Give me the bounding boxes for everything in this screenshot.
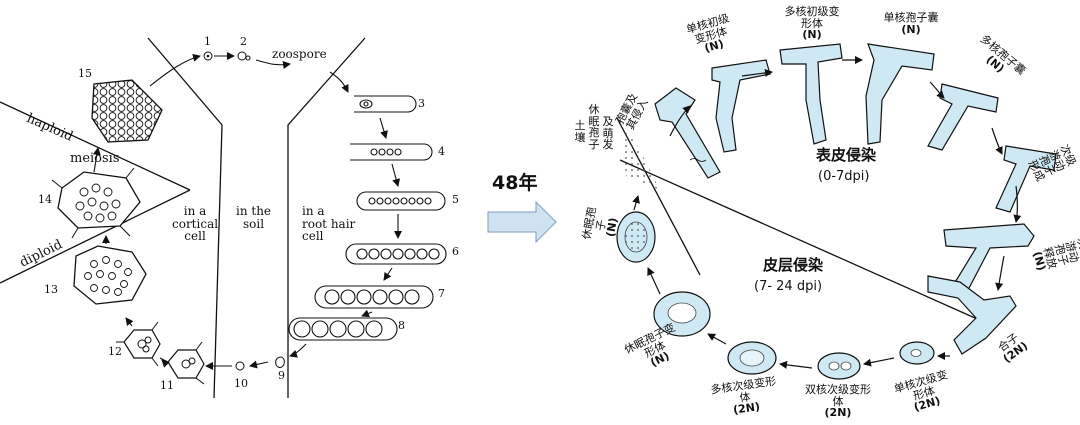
zoospore-flagella: [689, 158, 707, 162]
stage-11-cell: [159, 341, 205, 385]
right-life-cycle-diagram: [616, 43, 1057, 380]
right-cycle-arrows: [632, 56, 1022, 369]
cortical-infection-dpi: (7- 24 dpi): [754, 279, 823, 294]
stage-number-1: 1: [204, 35, 211, 48]
stage-number-3: 3: [418, 97, 425, 110]
left-life-cycle-diagram: [0, 37, 447, 399]
stage-15-cell: [91, 79, 163, 143]
multi-primary-plasmodium-label: 多核初级变形体(N): [784, 5, 840, 42]
stage-number-9: 9: [278, 369, 285, 382]
bi-secondary-plasmodium-label: 双核次级变形体(2N): [805, 383, 871, 420]
soil-vertical-label: 土壤: [574, 119, 586, 144]
stage-number-7: 7: [438, 287, 445, 300]
stage-2-spore: [237, 51, 247, 61]
stage-number-14: 14: [38, 193, 52, 206]
stage-number-10: 10: [234, 377, 248, 390]
stage-10-zoospore: [235, 361, 245, 371]
stage-13-cell: [73, 245, 147, 305]
haploid-line: [0, 101, 191, 191]
stage-number-11: 11: [160, 379, 174, 392]
meiosis-label: meiosis: [70, 151, 120, 166]
transition-arrow: [487, 200, 557, 244]
uni-sporangium-label: 单核孢子囊(N): [883, 11, 939, 36]
stage-9-zoospore: [275, 356, 285, 368]
diploid-line: [0, 189, 191, 284]
stage-number-13: 13: [44, 283, 58, 296]
resting-spore-label: 休眠孢子(N): [580, 205, 621, 241]
root-hair-wall: [287, 37, 366, 398]
stage-number-5: 5: [452, 193, 459, 206]
cell-inner-details: [624, 221, 922, 371]
soil-dots: [620, 120, 660, 190]
stage-number-6: 6: [452, 245, 459, 258]
stage-number-8: 8: [398, 319, 405, 332]
germination-vertical-label: 及萌发: [602, 115, 614, 152]
stage-1-spore: [203, 51, 213, 61]
right-stage-cells: [616, 43, 1057, 380]
stage-12-cell: [116, 321, 161, 367]
epidermis-cortex-line: [619, 159, 976, 319]
epidermal-infection-dpi: (0-7dpi): [818, 169, 870, 184]
cortical-cell-wall: [147, 37, 223, 399]
stage-number-12: 12: [108, 345, 122, 358]
stage-14-cell: [51, 167, 141, 239]
stage-number-4: 4: [438, 145, 445, 158]
stage-number-2: 2: [240, 35, 247, 48]
epidermal-infection-title: 表皮侵染: [816, 146, 877, 164]
stage-number-15: 15: [78, 67, 92, 80]
zoospore-label: zoospore: [272, 47, 327, 61]
resting-spore-vertical-label: 休眠孢子: [588, 103, 600, 151]
cortical-infection-title: 皮层侵染: [763, 256, 824, 274]
years-label: 48年: [492, 172, 538, 194]
root-hair-tubes: [288, 95, 447, 341]
left-cycle-arrows: [92, 52, 402, 370]
